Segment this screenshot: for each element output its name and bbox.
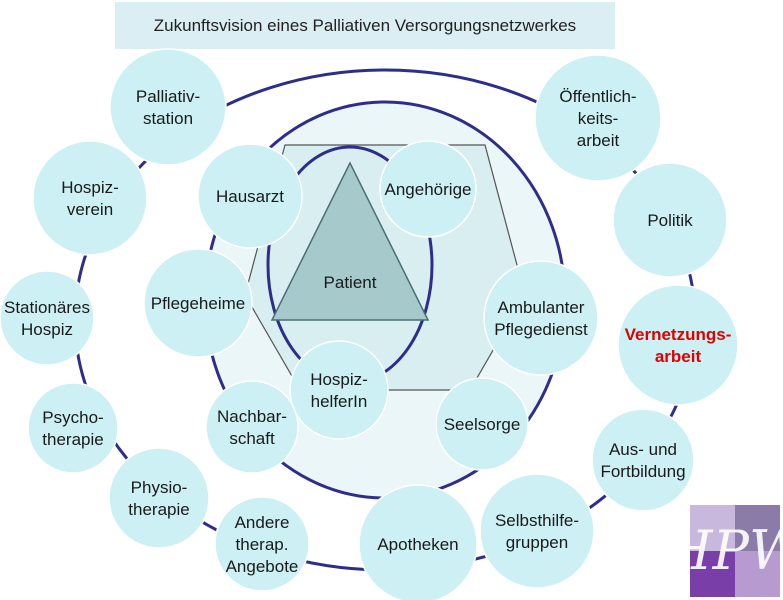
node-label: Hospiz- <box>61 178 119 197</box>
node-oeffentlichkeitsarbeit: Öffentlich-keits-arbeit <box>534 54 662 182</box>
node-nachbarschaft: Nachbar-schaft <box>205 380 299 474</box>
node-label: Ambulanter <box>498 298 585 317</box>
node-label: Stationäres <box>4 298 90 317</box>
node-label: therapie <box>128 500 189 519</box>
node-bubble <box>32 140 148 256</box>
node-label: Angehörige <box>385 180 472 199</box>
node-angehoerige: Angehörige <box>379 140 477 238</box>
node-label: Nachbar- <box>217 407 287 426</box>
node-apotheken: Apotheken <box>358 484 478 600</box>
node-label: Hospiz- <box>310 370 368 389</box>
node-bubble <box>617 284 739 406</box>
node-andere-therap-angebote: Andere therap. Angebote <box>214 496 310 592</box>
node-label: Apotheken <box>377 535 458 554</box>
svg-text:HPW: HPW <box>690 519 780 582</box>
node-bubble <box>108 447 210 549</box>
bubble-layer: Palliativ-station Öffentlich-keits-arbeit… <box>0 48 739 600</box>
node-label: gruppen <box>506 533 568 552</box>
node-label: Pflegeheime <box>151 294 246 313</box>
node-psychotherapie: Psycho-therapie <box>27 382 119 474</box>
node-bubble <box>612 162 728 278</box>
node-label: station <box>143 109 193 128</box>
node-label: arbeit <box>577 131 620 150</box>
node-bubble <box>214 496 310 592</box>
node-bubble <box>289 340 389 440</box>
node-label: Seelsorge <box>444 415 521 434</box>
node-hospizhelferin: Hospiz-helferIn <box>289 340 389 440</box>
node-bubble <box>27 382 119 474</box>
node-label: Hospiz <box>21 320 73 339</box>
node-label: Physio- <box>131 478 188 497</box>
node-label: Hausarzt <box>216 187 284 206</box>
node-bubble <box>479 473 595 589</box>
node-label: Vernetzungs- <box>625 325 732 344</box>
patient-triangle <box>270 161 430 321</box>
patient-label: Patient <box>324 273 377 292</box>
node-physiotherapie: Physio-therapie <box>108 447 210 549</box>
node-politik: Politik <box>612 162 728 278</box>
node-vernetzungsarbeit: Vernetzungs-arbeit <box>617 284 739 406</box>
node-label: verein <box>67 200 113 219</box>
node-selbsthilfegruppen: Selbsthilfe-gruppen <box>479 473 595 589</box>
node-label: Palliativ- <box>136 87 200 106</box>
node-label: Andere <box>235 513 290 532</box>
node-label: Psycho- <box>42 408 103 427</box>
node-label: therap. <box>236 535 289 554</box>
node-label: Angebote <box>226 557 299 576</box>
node-bubble <box>205 380 299 474</box>
node-label: Öffentlich- <box>559 87 636 106</box>
node-hospizverein: Hospiz-verein <box>32 140 148 256</box>
node-bubble <box>358 484 478 600</box>
node-label: keits- <box>578 109 619 128</box>
node-label: Politik <box>647 211 693 230</box>
node-bubble <box>379 140 477 238</box>
hpw-logo: HPW <box>690 505 780 597</box>
node-bubble <box>534 54 662 182</box>
node-bubble <box>143 248 253 358</box>
node-bubble <box>109 48 227 166</box>
node-label: arbeit <box>655 347 702 366</box>
node-palliativstation: Palliativ-station <box>109 48 227 166</box>
node-bubble <box>435 377 529 471</box>
node-pflegeheime: Pflegeheime <box>143 248 253 358</box>
node-label: Aus- und <box>609 440 677 459</box>
node-bubble <box>197 143 303 249</box>
node-label: Fortbildung <box>600 462 685 481</box>
node-bubble <box>0 270 95 366</box>
node-label: therapie <box>42 430 103 449</box>
node-bubble <box>483 260 599 376</box>
diagram-title: Zukunftsvision eines Palliativen Versorg… <box>115 2 615 49</box>
node-bubble <box>591 408 695 512</box>
node-label: Pflegedienst <box>494 320 588 339</box>
node-label: Selbsthilfe- <box>495 511 579 530</box>
node-label: helferIn <box>311 392 368 411</box>
node-hausarzt: Hausarzt <box>197 143 303 249</box>
node-seelsorge: Seelsorge <box>435 377 529 471</box>
node-label: schaft <box>229 429 275 448</box>
